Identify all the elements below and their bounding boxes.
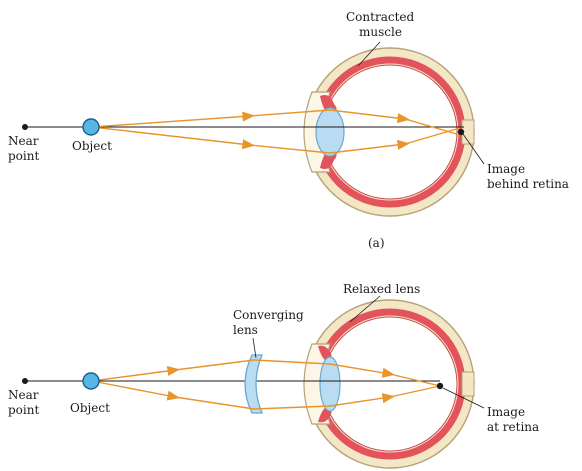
image-leader-b — [442, 387, 485, 409]
ray-b-bot-5 — [389, 385, 441, 398]
ray-a-bot-3 — [329, 139, 411, 154]
panel-b: Near point Object Converging lens Relaxe… — [8, 282, 539, 469]
eye-b-interior — [322, 316, 458, 452]
converging-label-2: lens — [233, 323, 258, 337]
ray-a-bot-2 — [249, 144, 331, 154]
image-label-b-1: Image — [487, 405, 525, 419]
image-point-b — [436, 382, 444, 390]
near-point-label-b-1: Near — [8, 388, 39, 402]
eye-b — [303, 299, 475, 469]
converging-leader — [252, 337, 257, 359]
ray-a-top-2 — [249, 109, 331, 117]
relaxed-lens-label: Relaxed lens — [343, 282, 420, 296]
object-label-b: Object — [70, 401, 110, 415]
ray-a-top-3 — [329, 109, 411, 124]
image-label-b-2: at retina — [487, 420, 539, 434]
muscle-leader-a — [357, 41, 381, 67]
rays-b — [91, 359, 441, 410]
ray-a-top-1 — [91, 111, 256, 128]
near-point-label-b-2: point — [8, 403, 39, 417]
ray-b-top-1 — [91, 365, 180, 382]
eye-a-lens — [315, 107, 345, 157]
ray-b-bot-2 — [174, 396, 255, 410]
relaxed-leader — [349, 295, 381, 323]
panel-a: Near point Object Contracted muscle Imag… — [8, 10, 569, 250]
converging-lens — [244, 354, 263, 414]
caption-a: (a) — [368, 236, 385, 250]
near-point-dot-a — [22, 124, 28, 130]
image-label-a-1: Image — [487, 162, 525, 176]
eye-a — [303, 47, 475, 217]
near-point-label-a-2: point — [8, 149, 39, 163]
muscle-label-a-1: Contracted — [346, 10, 414, 24]
ray-a-top-4 — [404, 118, 461, 136]
ray-a-bot-1 — [91, 126, 256, 150]
image-point-a — [457, 128, 465, 136]
eye-b-lens — [319, 356, 341, 412]
ray-b-bot-3 — [253, 405, 331, 410]
object-label-a: Object — [72, 139, 112, 153]
ray-b-bot-4 — [329, 393, 395, 407]
converging-label-1: Converging — [233, 308, 304, 322]
ray-b-top-4 — [329, 363, 395, 378]
ray-b-top-2 — [174, 359, 255, 371]
ray-b-top-5 — [389, 373, 441, 387]
image-leader-a — [462, 133, 485, 165]
ray-b-top-3 — [253, 359, 331, 365]
muscle-label-a-2: muscle — [359, 25, 402, 39]
image-label-a-2: behind retina — [487, 177, 569, 191]
ray-a-bot-4 — [404, 127, 461, 145]
eye-b-optic — [461, 371, 475, 397]
rays-a — [91, 109, 461, 154]
object-a — [82, 118, 100, 136]
object-b — [82, 372, 100, 390]
near-point-dot-b — [22, 378, 28, 384]
ray-b-bot-1 — [91, 380, 180, 401]
eye-a-optic — [461, 119, 475, 145]
near-point-label-a-1: Near — [8, 134, 39, 148]
